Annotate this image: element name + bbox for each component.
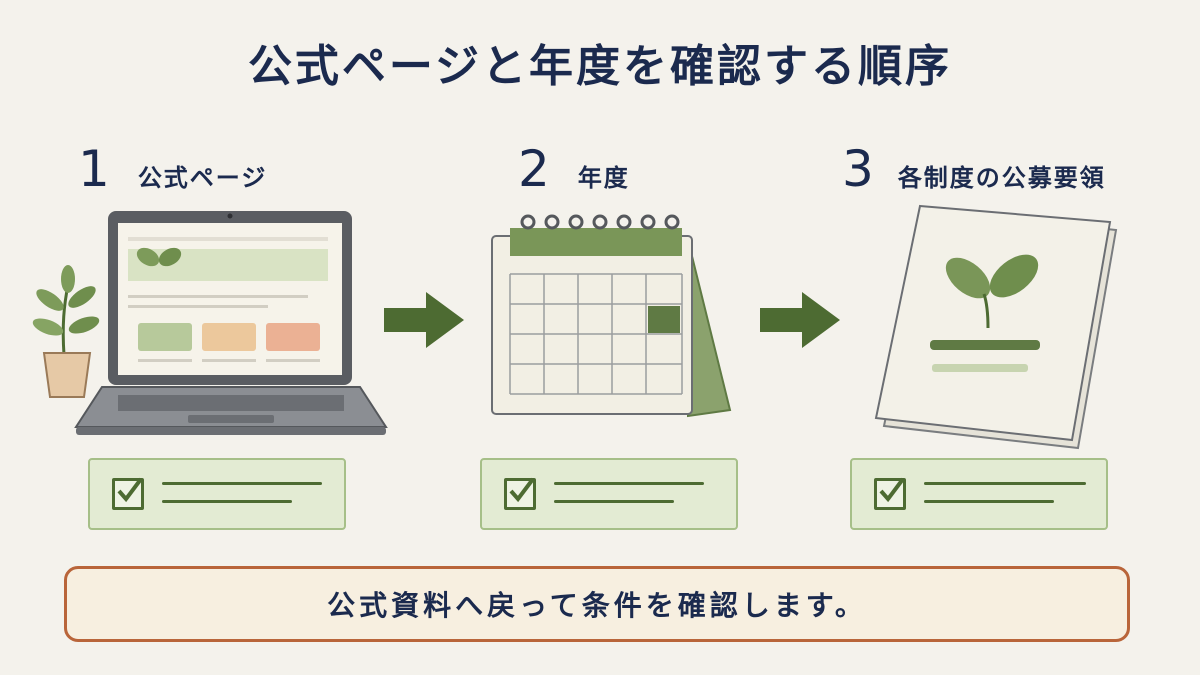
- checklist-line: [924, 482, 1086, 485]
- step-1-number: 1: [78, 140, 110, 198]
- checklist-line: [924, 500, 1054, 503]
- step-3-label: 各制度の公募要領: [897, 164, 1106, 192]
- step-3-number: 3: [842, 140, 874, 198]
- step-1-header: 1 公式ページ: [78, 140, 267, 198]
- step-1-checklist: [88, 458, 346, 530]
- document-icon: [874, 204, 1118, 450]
- checklist-line: [554, 482, 704, 485]
- step-2-checklist: [480, 458, 738, 530]
- step-2-number: 2: [518, 140, 550, 198]
- arrow-right-icon: [760, 292, 840, 348]
- diagram-title: 公式ページと年度を確認する順序: [247, 41, 953, 92]
- step-3-checklist: [850, 458, 1108, 530]
- note-text: 公式資料へ戻って条件を確認します。: [327, 589, 867, 622]
- checkbox-icon: [874, 477, 906, 510]
- checkbox-icon: [504, 477, 536, 510]
- step-1-label: 公式ページ: [137, 164, 268, 192]
- checkbox-icon: [112, 477, 144, 510]
- step-3-header: 3 各制度の公募要領: [842, 140, 1106, 198]
- step-2-label: 年度: [577, 164, 630, 192]
- plant-icon: [32, 265, 100, 398]
- step-2-header: 2 年度: [518, 140, 630, 198]
- checklist-line: [554, 500, 674, 503]
- note-box: 公式資料へ戻って条件を確認します。: [64, 566, 1130, 642]
- arrow-right-icon: [384, 292, 464, 348]
- checklist-line: [162, 482, 322, 485]
- calendar-icon: [491, 214, 732, 418]
- laptop-icon: [32, 211, 388, 435]
- checklist-line: [162, 500, 292, 503]
